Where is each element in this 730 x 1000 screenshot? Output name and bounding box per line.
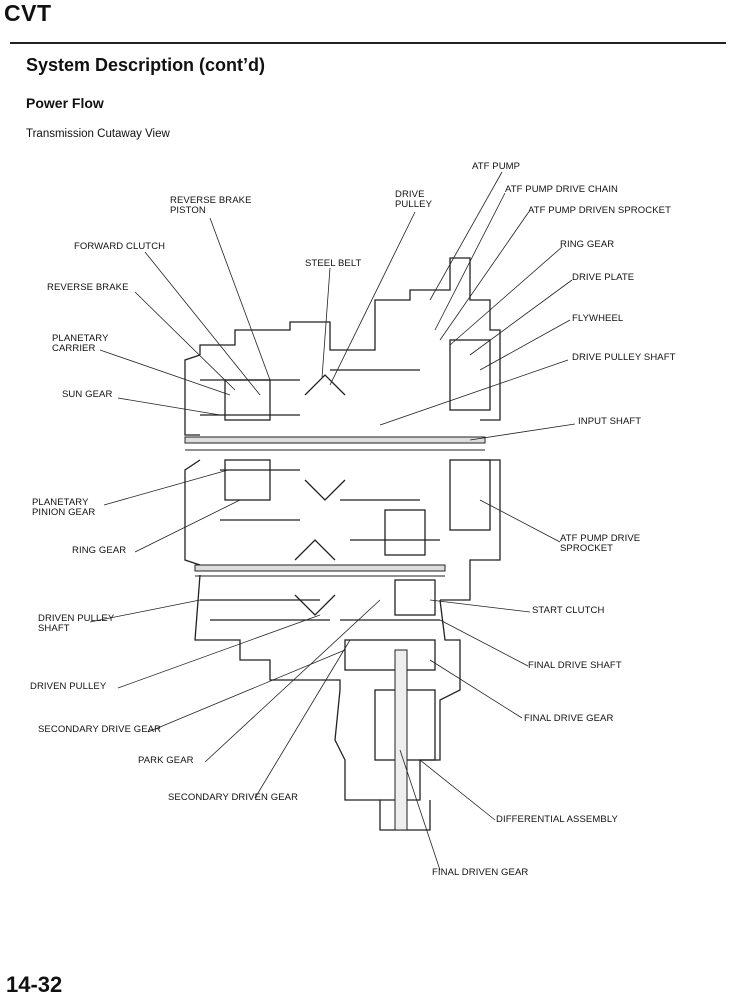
label-ring-gear-right: RING GEAR: [560, 239, 615, 250]
label-drive-plate: DRIVE PLATE: [572, 272, 635, 283]
label-reverse-brake: REVERSE BRAKE: [47, 282, 129, 293]
label-secondary-drive-gear: SECONDARY DRIVE GEAR: [38, 724, 162, 735]
page-number: 14-32: [6, 972, 63, 997]
label-planetary-pinion-gear: PLANETARY PINION GEAR: [32, 497, 96, 518]
label-ring-gear-left: RING GEAR: [72, 545, 127, 556]
label-final-drive-gear: FINAL DRIVE GEAR: [524, 713, 614, 724]
label-driven-pulley-shaft: DRIVEN PULLEY SHAFT: [38, 613, 115, 634]
section-header: CVT: [4, 0, 52, 26]
label-start-clutch: START CLUTCH: [532, 605, 605, 616]
label-final-driven-gear: FINAL DRIVEN GEAR: [432, 867, 529, 878]
label-atf-pump-drive-chain: ATF PUMP DRIVE CHAIN: [505, 184, 619, 195]
transmission-housing: [184, 257, 501, 831]
label-forward-clutch: FORWARD CLUTCH: [74, 241, 166, 252]
label-final-drive-shaft: FINAL DRIVE SHAFT: [528, 660, 622, 671]
label-atf-pump: ATF PUMP: [472, 161, 521, 172]
label-input-shaft: INPUT SHAFT: [578, 416, 642, 427]
label-reverse-brake-piston: REVERSE BRAKE PISTON: [170, 195, 252, 216]
subheading: Power Flow: [26, 95, 104, 111]
label-drive-pulley: DRIVE PULLEY: [395, 189, 433, 210]
leader-lines: [89, 171, 576, 871]
label-atf-pump-drive-sprocket: ATF PUMP DRIVE SPROCKET: [560, 533, 641, 554]
label-drive-pulley-shaft: DRIVE PULLEY SHAFT: [572, 352, 676, 363]
shafts: [184, 436, 486, 831]
label-planetary-carrier: PLANETARY CARRIER: [52, 333, 109, 354]
label-driven-pulley: DRIVEN PULLEY: [30, 681, 107, 692]
label-atf-pump-driven-sprocket: ATF PUMP DRIVEN SPROCKET: [528, 205, 671, 216]
label-steel-belt: STEEL BELT: [305, 258, 362, 269]
label-differential-assembly: DIFFERENTIAL ASSEMBLY: [496, 814, 618, 825]
label-flywheel: FLYWHEEL: [572, 313, 624, 324]
label-park-gear: PARK GEAR: [138, 755, 194, 766]
page-title: System Description (cont’d): [26, 55, 266, 75]
header-rule: [10, 42, 726, 44]
figure-caption: Transmission Cutaway View: [26, 128, 170, 140]
label-secondary-driven-gear: SECONDARY DRIVEN GEAR: [168, 792, 299, 803]
label-sun-gear: SUN GEAR: [62, 389, 113, 400]
